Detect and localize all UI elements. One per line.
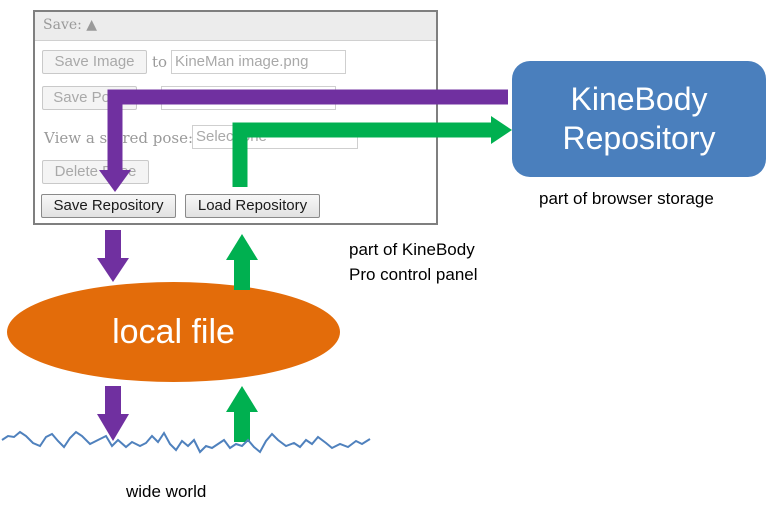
wide-world-label: wide world [126,482,207,501]
panel-caption: part of KineBody Pro control panel [349,237,478,287]
local-file-label: local file [112,312,235,351]
green-arrow-load-to-repository [232,122,493,187]
green-arrowhead-to-repository [491,116,512,144]
purple-arrow-repository-to-save [107,89,508,172]
repository-title-line1: KineBody [570,81,708,117]
kinebody-control-panel: Save: ▲ Save Image to KineMan image.png … [33,10,438,225]
save-repository-button[interactable]: Save Repository [41,194,176,218]
purple-arrow-panel-to-file-shaft [105,230,121,260]
wide-world-wave [1,430,371,454]
purple-arrowhead-to-save [99,170,131,192]
repository-title-line2: Repository [562,120,716,156]
purple-arrow-file-to-world-shaft [105,386,121,416]
panel-caption-line1: part of KineBody [349,240,475,259]
load-repository-button[interactable]: Load Repository [185,194,320,218]
green-arrow-file-to-panel-shaft [234,258,250,290]
green-arrowhead-file-to-panel [226,234,258,260]
panel-header-label[interactable]: Save: ▲ [43,17,98,33]
green-arrow-world-to-file-shaft [234,410,250,442]
green-arrowhead-world-to-file [226,386,258,412]
filename-input[interactable]: KineMan image.png [171,50,346,74]
panel-header[interactable]: Save: ▲ [35,12,436,41]
save-image-button[interactable]: Save Image [42,50,147,74]
repository-caption: part of browser storage [539,189,714,208]
to-label: to [152,53,168,71]
kinebody-repository-box: KineBody Repository [512,61,766,177]
purple-arrowhead-file-to-world [97,414,129,441]
local-file-ellipse: local file [7,282,340,382]
panel-caption-line2: Pro control panel [349,265,478,284]
purple-arrowhead-panel-to-file [97,258,129,282]
